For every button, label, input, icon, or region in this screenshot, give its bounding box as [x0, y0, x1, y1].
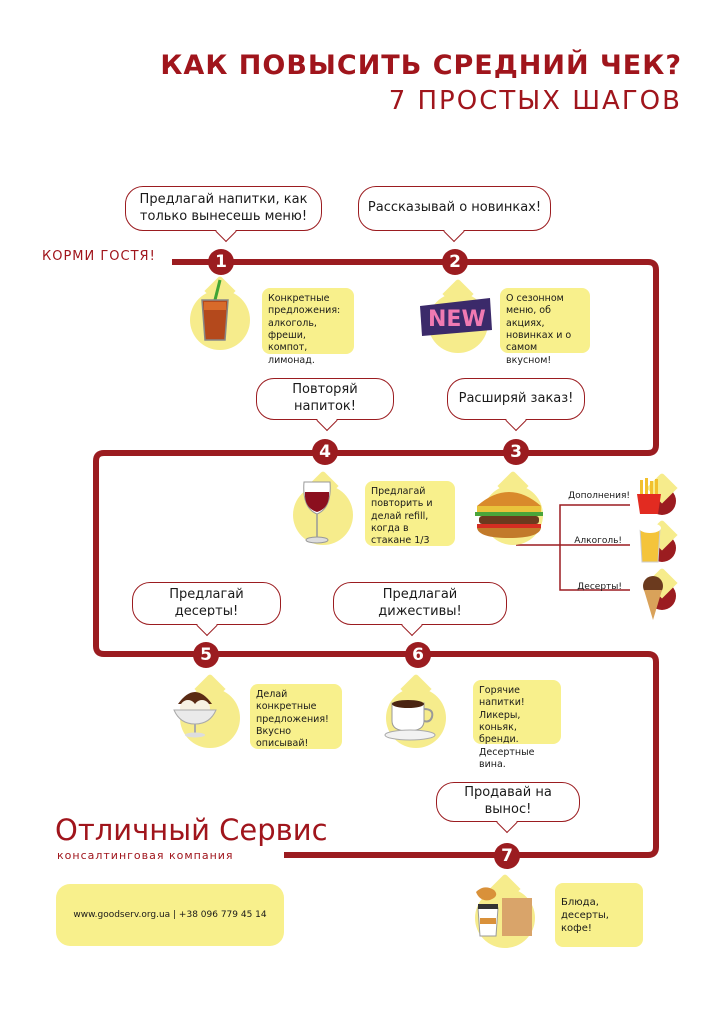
takeaway-icon — [476, 887, 532, 937]
contact-text: www.goodserv.org.ua | +38 096 779 45 14 — [73, 910, 267, 920]
extra-desserts-label: Десерты! — [577, 582, 622, 592]
step-3-number: 3 — [503, 439, 529, 465]
step-1-note: Конкретные предложения: алкоголь, фреши,… — [262, 288, 354, 366]
brand-name: Отличный Сервис — [55, 813, 328, 847]
step-3-bubble-text: Расширяй заказ! — [458, 390, 574, 406]
start-label: КОРМИ ГОСТЯ! — [42, 249, 156, 264]
fries-icon — [637, 478, 661, 514]
step-2-bubble: Рассказывай о новинках! — [358, 186, 551, 231]
brand-subtitle: консалтинговая компания — [57, 849, 234, 862]
step-6-note: Горячие напитки! Ликеры, коньяк, бренди.… — [473, 680, 561, 770]
step-6-bubble: Предлагай дижестивы! — [333, 582, 507, 625]
page-title: КАК ПОВЫСИТЬ СРЕДНИЙ ЧЕК? — [160, 50, 682, 81]
new-badge-icon: NEW — [420, 298, 492, 336]
step-7-bubble: Продавай на вынос! — [436, 782, 580, 822]
step-5-number: 5 — [193, 642, 219, 668]
step-2-number: 2 — [442, 249, 468, 275]
burger-icon — [475, 492, 543, 538]
step-5-bubble: Предлагай десерты! — [132, 582, 281, 625]
ice-cream-icon — [173, 692, 217, 738]
beer-icon — [639, 523, 661, 563]
step-6-number: 6 — [405, 642, 431, 668]
step-7-note: Блюда, десерты, кофе! — [555, 883, 643, 947]
coffee-cup-icon — [384, 700, 436, 741]
extra-alcohol-label: Алкоголь! — [574, 536, 622, 546]
contact-box: www.goodserv.org.ua | +38 096 779 45 14 — [56, 884, 284, 946]
step-3-bubble: Расширяй заказ! — [447, 378, 585, 420]
drink-glass-icon — [201, 279, 229, 341]
step-6-bubble-text: Предлагай дижестивы! — [378, 586, 462, 619]
svg-text:NEW: NEW — [428, 307, 486, 332]
step-1-bubble: Предлагай напитки, как только вынесешь м… — [125, 186, 322, 231]
step-4-bubble-text: Повторяй напиток! — [292, 382, 358, 414]
step-4-number: 4 — [312, 439, 338, 465]
ice-cream-cone-icon — [643, 576, 663, 620]
step-1-number: 1 — [208, 249, 234, 275]
step-5-note: Делай конкретные предложения! Вкусно опи… — [250, 684, 342, 749]
step-5-bubble-text: Предлагай десерты! — [169, 586, 244, 619]
step-1-bubble-text: Предлагай напитки, как только вынесешь м… — [139, 191, 308, 224]
step-7-bubble-text: Продавай на вынос! — [464, 785, 552, 817]
step-2-bubble-text: Рассказывай о новинках! — [367, 200, 542, 216]
step-4-bubble: Повторяй напиток! — [256, 378, 394, 420]
wine-glass-icon — [303, 481, 331, 544]
extra-addons-label: Дополнения! — [568, 491, 630, 501]
step-2-note: О сезонном меню, об акциях, новинках и о… — [500, 288, 590, 366]
step-7-number: 7 — [494, 843, 520, 869]
step-4-note: Предлагай повторить и делай refill, когд… — [365, 481, 455, 546]
page-subtitle: 7 ПРОСТЫХ ШАГОВ — [388, 86, 682, 116]
